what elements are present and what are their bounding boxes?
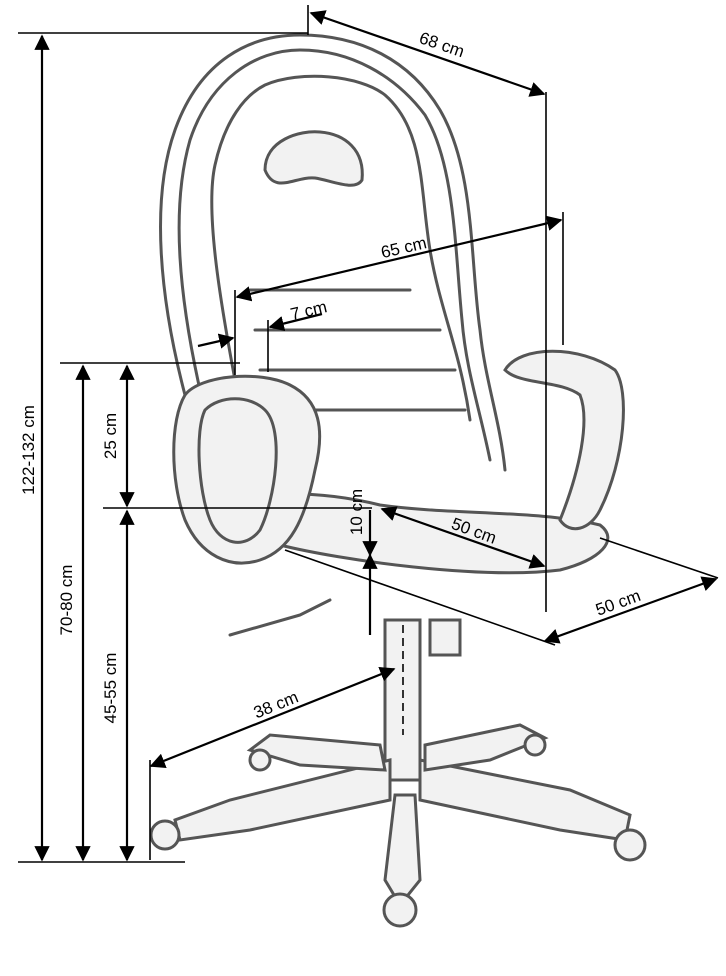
- total-height-label: 122-132 cm: [19, 405, 38, 495]
- seat-lift-label: 10 cm: [347, 489, 366, 535]
- base-radius-arrow: [149, 666, 396, 769]
- seat-depth-arrow: [380, 506, 546, 569]
- armrest-width-arrow-left: [197, 333, 235, 349]
- dimension-arrows: [34, 10, 718, 862]
- chair-illustration: [149, 33, 647, 928]
- armrest-above-seat-label: 25 cm: [101, 413, 120, 459]
- overall-width-label: 68 cm: [417, 28, 467, 61]
- extension-lines: [18, 5, 719, 863]
- overall-width-arrow: [309, 10, 546, 97]
- seat-height-label: 45-55 cm: [101, 653, 120, 724]
- back-width-arrow: [235, 215, 563, 302]
- armrest-width-label: 7 cm: [289, 297, 329, 324]
- seat-width-arrow: [543, 576, 718, 644]
- armrest-width-arrow-right: [268, 312, 323, 332]
- armrest-height-label: 70-80 cm: [57, 565, 76, 636]
